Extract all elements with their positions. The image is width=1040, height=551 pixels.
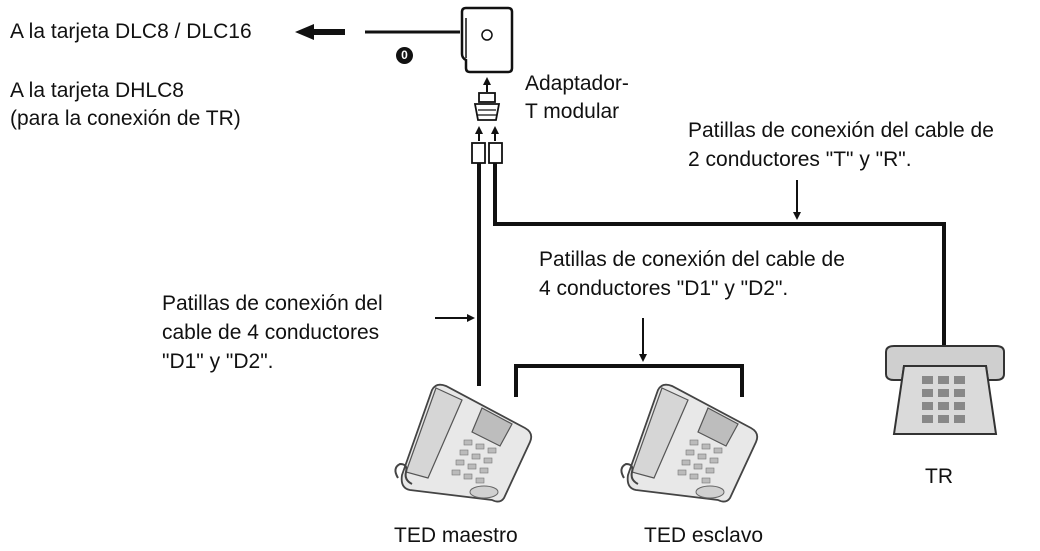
plug-icon (471, 142, 486, 164)
pins-4wire-left-label-line3: "D1" y "D2". (162, 350, 274, 373)
digital-proprietary-telephone-icon (394, 383, 533, 503)
tr-label: TR (925, 465, 953, 488)
ted-slave-label: TED esclavo (644, 524, 764, 547)
cables (477, 163, 946, 397)
alternative-marker-icon: 0 (396, 47, 413, 64)
wall-socket-icon (460, 6, 514, 74)
pins-2wire-label-line2: 2 conductores "T" y "R". (688, 148, 912, 171)
single-line-telephone-icon (885, 345, 1005, 435)
adapter-label-line1: Adaptador- (525, 72, 629, 95)
pins-4wire-mid-label-line2: 4 conductores "D1" y "D2". (539, 277, 789, 300)
plug-icon (488, 142, 503, 164)
dlc-card-label: A la tarjeta DLC8 / DLC16 (10, 20, 252, 43)
dhlc-note-label: (para la conexión de TR) (10, 107, 241, 130)
ted-master-label: TED maestro (394, 524, 518, 547)
modular-t-adapter-icon (473, 92, 501, 121)
to-card-arrow-icon (295, 24, 460, 40)
pins-4wire-mid-label-line1: Patillas de conexión del cable de (539, 248, 845, 271)
pins-4wire-left-label-line2: cable de 4 conductores (162, 321, 380, 344)
pins-2wire-label-line1: Patillas de conexión del cable de (688, 119, 994, 142)
pins-4wire-left-label-line1: Patillas de conexión del (162, 292, 383, 315)
dhlc-card-label: A la tarjeta DHLC8 (10, 79, 184, 102)
digital-proprietary-telephone-icon (620, 383, 759, 503)
adapter-label-line2: T modular (525, 100, 620, 123)
